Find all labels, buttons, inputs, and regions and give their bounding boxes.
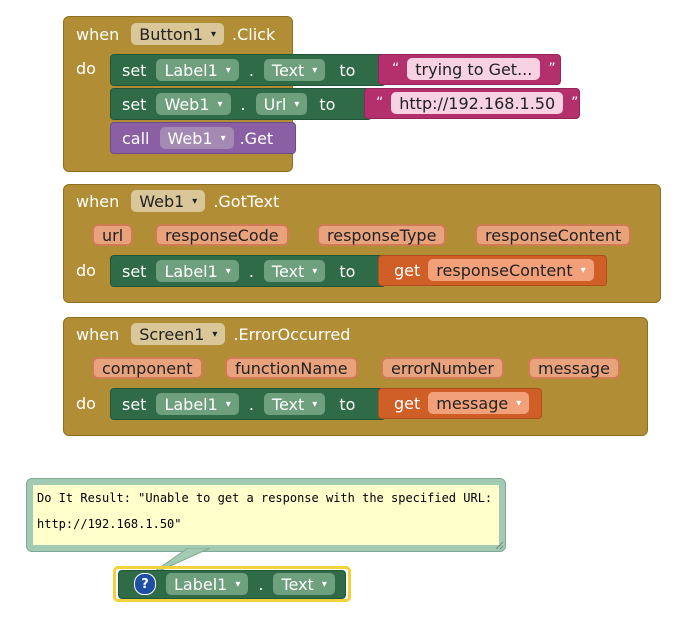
string-value-input[interactable]: http://192.168.1.50 [391,92,564,114]
result-line-2: http://192.168.1.50" [37,517,182,531]
variable-dropdown[interactable]: message ▾ [428,392,530,414]
chevron-down-icon: ▾ [294,98,300,110]
string-value-input[interactable]: trying to Get... [407,58,541,80]
when-keyword: when [76,324,120,344]
dot-separator: . [248,261,254,281]
chevron-down-icon: ▾ [321,578,327,590]
set-row: set Label1 ▾ . Text ▾ to [122,390,355,418]
variable-dropdown[interactable]: responseContent ▾ [428,259,594,281]
set-keyword: set [122,60,147,80]
set-keyword: set [122,94,147,114]
get-row: get message ▾ [394,389,530,417]
event-parameter[interactable]: url [92,224,134,246]
component-dropdown-button1[interactable]: Button1 ▾ [131,23,225,45]
property-dropdown-text[interactable]: Text ▾ [273,573,335,595]
set-row: set Label1 ▾ . Text ▾ to [122,56,355,84]
event-parameter[interactable]: message [528,357,620,379]
chevron-down-icon: ▾ [220,132,226,144]
event-header: when Web1 ▾ .GotText [76,187,279,215]
chevron-down-icon: ▾ [312,265,318,277]
string-row: “ trying to Get... ” [392,55,556,83]
method-name: .Get [239,128,274,148]
do-keyword: do [76,59,96,78]
open-quote: “ [392,61,400,77]
component-dropdown-web1[interactable]: Web1 ▾ [131,190,206,212]
do-it-result-text-area[interactable]: Do It Result: "Unable to get a response … [33,485,499,545]
when-keyword: when [76,24,120,44]
event-parameter[interactable]: responseContent [475,224,632,246]
chevron-down-icon: ▾ [211,28,217,40]
dot-separator: . [240,94,246,114]
get-keyword: get [394,393,421,413]
chevron-down-icon: ▾ [312,64,318,76]
string-row: “ http://192.168.1.50 ” [376,89,578,117]
chevron-down-icon: ▾ [516,397,522,409]
event-parameter[interactable]: responseType [317,224,447,246]
chevron-down-icon: ▾ [580,264,586,276]
to-keyword: to [319,94,336,114]
event-name: .GotText [213,191,280,211]
chevron-down-icon: ▾ [225,265,231,277]
event-parameter[interactable]: functionName [225,357,358,379]
property-dropdown-text[interactable]: Text ▾ [263,393,326,415]
chevron-down-icon: ▾ [225,64,231,76]
component-dropdown-label1[interactable]: Label1 ▾ [166,573,249,595]
event-parameter[interactable]: component [92,357,203,379]
event-header: when Button1 ▾ .Click [76,20,275,48]
set-web1-url-block[interactable] [110,88,372,120]
chevron-down-icon: ▾ [235,578,241,590]
property-dropdown-url[interactable]: Url ▾ [255,93,308,115]
call-row: call Web1 ▾ .Get [122,124,273,152]
chevron-down-icon: ▾ [217,98,223,110]
chevron-down-icon: ▾ [192,195,198,207]
set-keyword: set [122,261,147,281]
property-dropdown-text[interactable]: Text ▾ [263,59,326,81]
component-dropdown-label1[interactable]: Label1 ▾ [156,260,239,282]
get-keyword: get [394,260,421,280]
to-keyword: to [339,60,356,80]
to-keyword: to [339,261,356,281]
close-quote: ” [548,61,556,77]
get-row: get responseContent ▾ [394,256,594,284]
getter-row: ? Label1 ▾ . Text ▾ [134,570,335,598]
dot-separator: . [258,574,264,594]
event-name: .ErrorOccurred [233,324,351,344]
chevron-down-icon: ▾ [312,398,318,410]
bubble-tail [147,548,211,577]
when-keyword: when [76,191,120,211]
component-dropdown-web1[interactable]: Web1 ▾ [159,127,234,149]
chevron-down-icon: ▾ [212,328,218,340]
do-keyword: do [76,394,96,413]
chevron-down-icon: ▾ [225,398,231,410]
set-label1-text-block[interactable] [110,54,386,86]
dot-separator: . [248,394,254,414]
to-keyword: to [339,394,356,414]
event-header: when Screen1 ▾ .ErrorOccurred [76,320,350,348]
help-circle-icon[interactable]: ? [134,573,156,595]
set-label1-text-block[interactable] [110,255,386,287]
component-dropdown-label1[interactable]: Label1 ▾ [156,393,239,415]
open-quote: “ [376,95,384,111]
set-keyword: set [122,394,147,414]
event-parameter[interactable]: errorNumber [381,357,505,379]
set-row: set Web1 ▾ . Url ▾ to [122,90,335,118]
selected-block-outline [113,566,351,602]
result-line-1: Do It Result: "Unable to get a response … [37,491,493,505]
resize-handle-icon[interactable] [494,540,504,550]
event-name: .Click [232,24,276,44]
do-keyword: do [76,261,96,280]
dot-separator: . [248,60,254,80]
event-parameter[interactable]: responseCode [155,224,289,246]
component-dropdown-web1[interactable]: Web1 ▾ [156,93,231,115]
component-dropdown-label1[interactable]: Label1 ▾ [156,59,239,81]
close-quote: ” [571,95,579,111]
component-dropdown-screen1[interactable]: Screen1 ▾ [131,323,226,345]
property-dropdown-text[interactable]: Text ▾ [263,260,326,282]
call-keyword: call [122,128,150,148]
set-row: set Label1 ▾ . Text ▾ to [122,257,355,285]
